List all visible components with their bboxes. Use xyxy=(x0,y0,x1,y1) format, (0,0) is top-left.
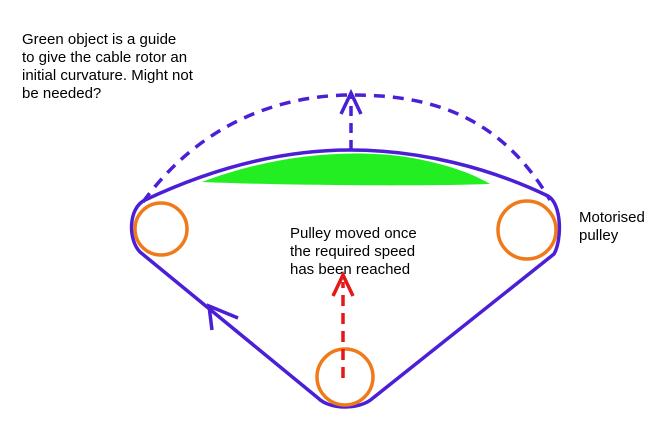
dashed-up-arrow-head xyxy=(339,88,363,115)
bottom-pulley xyxy=(315,347,375,407)
guide-note: Green object is a guide to give the cabl… xyxy=(22,31,193,102)
direction-arrow xyxy=(206,303,239,331)
motorised-pulley-label: Motorised pulley xyxy=(579,209,645,244)
green-guide xyxy=(202,153,490,186)
red-move-arrow-head xyxy=(331,270,355,297)
left-pulley xyxy=(133,201,189,257)
motorised-pulley xyxy=(496,199,558,261)
cable-loop xyxy=(129,148,562,409)
pulley-move-note: Pulley moved once the required speed has… xyxy=(290,225,417,278)
